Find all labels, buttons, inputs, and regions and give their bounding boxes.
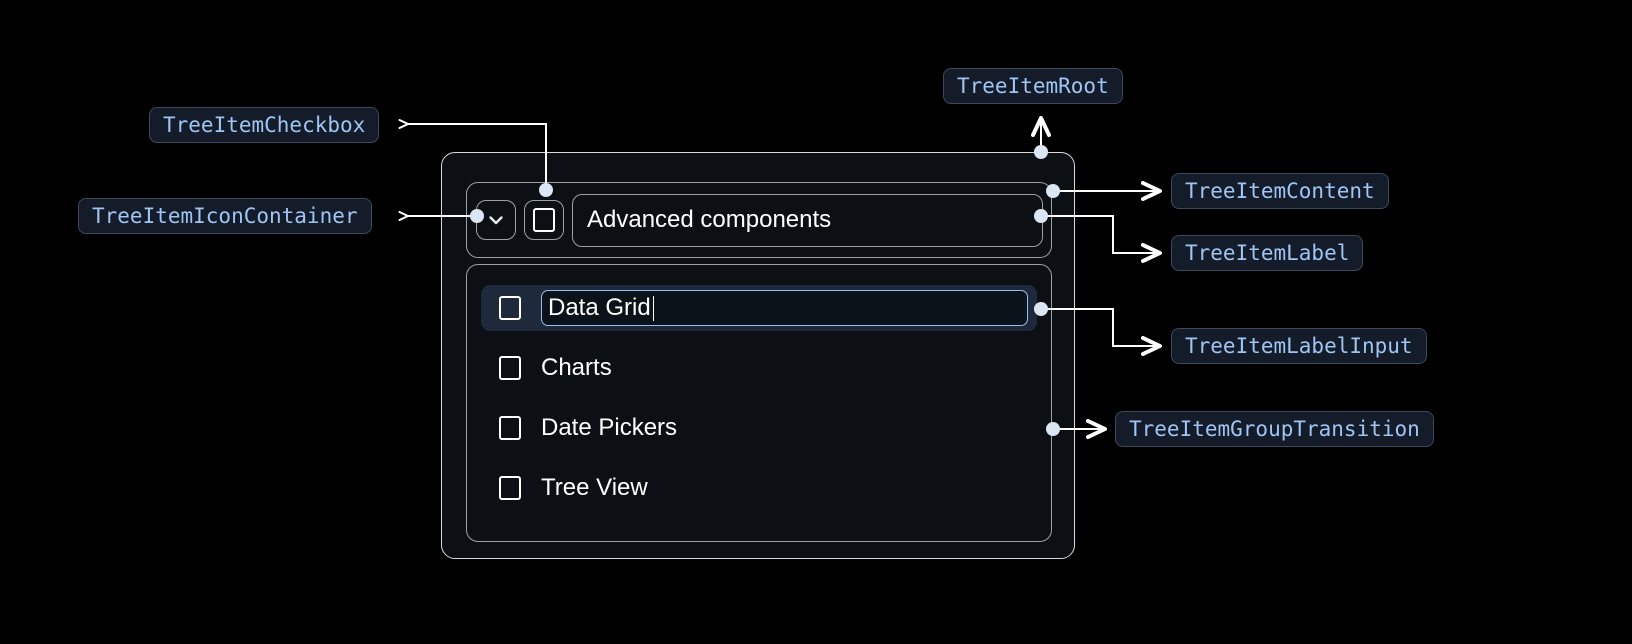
tree-item-icon-container[interactable] xyxy=(476,200,516,240)
tree-item-editing-row[interactable]: Data Grid xyxy=(481,285,1037,331)
tree-item-row-date-pickers[interactable]: Date Pickers xyxy=(481,405,1037,451)
chevron-down-icon xyxy=(489,216,503,225)
checkbox-box-icon[interactable] xyxy=(499,476,521,500)
text-caret xyxy=(652,295,655,321)
annotation-label: TreeItemContent xyxy=(1185,179,1375,203)
annotation-label: TreeItemLabel xyxy=(1185,241,1350,265)
annotation-tree-item-root: TreeItemRoot xyxy=(943,68,1123,104)
annotation-tree-item-label: TreeItemLabel xyxy=(1171,235,1364,271)
annotation-tree-item-content: TreeItemContent xyxy=(1171,173,1389,209)
tree-item-row-charts[interactable]: Charts xyxy=(481,345,1037,391)
tree-item-label-input-value: Data Grid xyxy=(548,294,651,321)
annotation-label: TreeItemRoot xyxy=(957,74,1109,98)
tree-item-root[interactable]: Advanced components Data Grid Charts Dat… xyxy=(441,152,1075,559)
annotation-tree-item-label-input: TreeItemLabelInput xyxy=(1171,328,1427,364)
checkbox-box-icon[interactable] xyxy=(499,416,521,440)
annotation-label: TreeItemLabelInput xyxy=(1185,334,1413,358)
tree-item-label-text: Date Pickers xyxy=(541,414,678,441)
checkbox-box-icon[interactable] xyxy=(499,296,521,320)
tree-item-label-input[interactable]: Data Grid xyxy=(541,290,1028,326)
annotation-tree-item-icon-container: TreeItemIconContainer xyxy=(78,198,372,234)
annotation-label: TreeItemIconContainer xyxy=(92,204,358,228)
tree-item-label-text: Advanced components xyxy=(587,206,832,233)
annotation-label: TreeItemCheckbox xyxy=(163,113,366,137)
tree-item-checkbox[interactable] xyxy=(524,200,564,240)
tree-item-row-tree-view[interactable]: Tree View xyxy=(481,465,1037,511)
checkbox-box-icon[interactable] xyxy=(499,356,521,380)
tree-item-label-text: Tree View xyxy=(541,474,648,501)
tree-item-label-text: Charts xyxy=(541,354,612,381)
tree-item-group-transition: Data Grid Charts Date Pickers Tree View xyxy=(466,264,1052,542)
tree-item-label[interactable]: Advanced components xyxy=(572,193,1043,247)
annotation-label: TreeItemGroupTransition xyxy=(1129,417,1420,441)
tree-item-content[interactable]: Advanced components xyxy=(466,182,1052,258)
annotation-tree-item-checkbox: TreeItemCheckbox xyxy=(149,107,380,143)
checkbox-box-icon xyxy=(533,208,555,232)
annotation-tree-item-group-transition: TreeItemGroupTransition xyxy=(1115,411,1434,447)
